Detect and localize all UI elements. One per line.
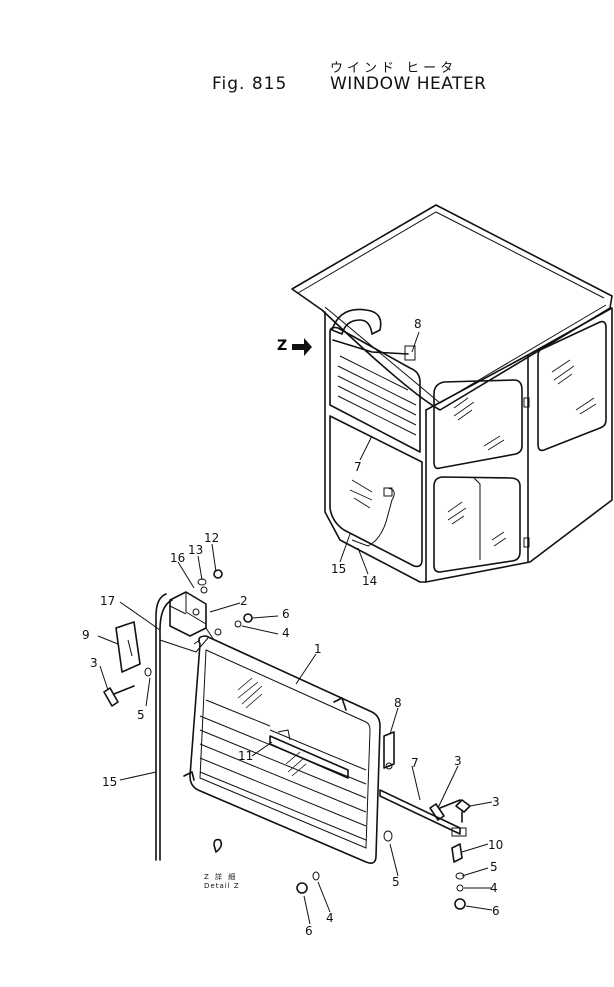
callout-5: 5 (490, 860, 498, 874)
callout-3: 3 (454, 754, 462, 768)
heater-bracket (404, 345, 416, 361)
rear-side-window (537, 320, 607, 452)
view-z-letter: Z (277, 338, 287, 354)
cab-front-wall (324, 311, 427, 583)
heater-glass-hatch (237, 677, 263, 709)
wire-harness (155, 593, 167, 861)
heater-frame-outer (189, 635, 381, 864)
washers-and-nuts (144, 569, 466, 910)
callout-1: 1 (314, 642, 322, 656)
callout-15: 15 (331, 562, 346, 576)
callout-3: 3 (492, 795, 500, 809)
cover-plate (115, 621, 141, 673)
callout-7: 7 (354, 460, 362, 474)
callout-6: 6 (305, 924, 313, 938)
callout-8: 8 (394, 696, 402, 710)
callout-5: 5 (392, 875, 400, 889)
heating-element-strip (269, 735, 349, 779)
bolt-set (103, 685, 471, 863)
detail-caption-english: Detail Z (204, 882, 240, 890)
title-japanese: ウインド ヒータ (330, 61, 458, 76)
callout-5: 5 (137, 708, 145, 722)
callout-13: 13 (188, 543, 203, 557)
cab-roof (291, 204, 613, 411)
upper-front-window (329, 326, 421, 453)
detail-caption-japanese: Z 詳 細 (204, 873, 238, 881)
title-english: WINDOW HEATER (330, 74, 487, 94)
callout-8: 8 (414, 317, 422, 331)
callout-4: 4 (282, 626, 290, 640)
callout-11: 11 (238, 749, 253, 763)
callout-16: 16 (170, 551, 185, 565)
lower-front-window (329, 415, 423, 568)
side-door-lower-window (433, 476, 521, 573)
callout-7: 7 (411, 756, 419, 770)
callout-4: 4 (490, 881, 498, 895)
callout-3: 3 (90, 656, 98, 670)
callout-14: 14 (362, 574, 377, 588)
callout-15: 15 (102, 775, 117, 789)
side-door-upper-window (433, 379, 523, 470)
cab-illustration (291, 204, 613, 583)
support-rod (379, 789, 461, 835)
defroster-hose (331, 308, 382, 335)
leader-lines (97, 331, 493, 925)
figure-label: Fig. 815 (212, 74, 288, 94)
heater-frame-louvers (199, 699, 367, 841)
callout-9: 9 (82, 628, 90, 642)
callout-6: 6 (282, 607, 290, 621)
callout-12: 12 (204, 531, 219, 545)
callout-2: 2 (240, 594, 248, 608)
view-z-marker: Z (277, 338, 312, 356)
cab-side-wall (425, 307, 613, 583)
callout-numbers: 8 7 15 14 12 13 16 17 2 6 4 9 3 5 1 8 11… (82, 317, 503, 938)
callout-17: 17 (100, 594, 115, 608)
callout-10: 10 (488, 838, 503, 852)
heater-frame-inner (199, 649, 371, 849)
callout-6: 6 (492, 904, 500, 918)
callout-4: 4 (326, 911, 334, 925)
mounting-block (169, 591, 207, 637)
heater-louvers (337, 355, 417, 436)
